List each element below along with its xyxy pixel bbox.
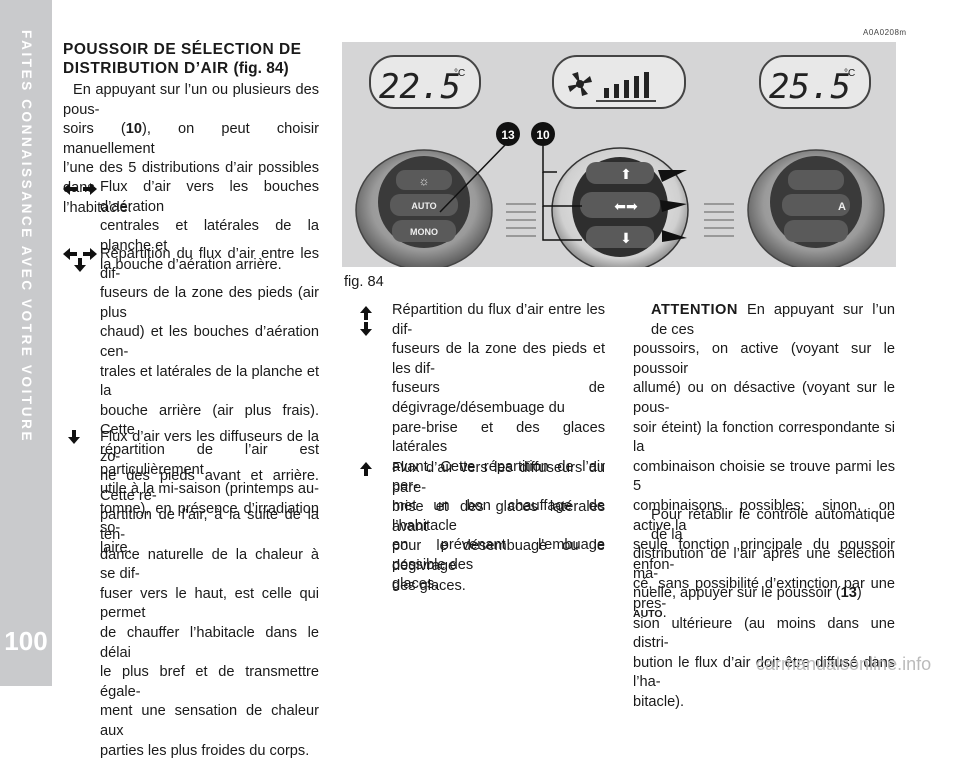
auto-line: Pour rétablir le contrôle automatique de… — [633, 506, 895, 545]
svg-text:⬅➡: ⬅➡ — [614, 198, 638, 214]
watermark: carmanualsonline.info — [756, 654, 931, 675]
arrows-left-right-icon — [63, 181, 97, 201]
callout-13-text: 13 — [501, 128, 515, 142]
item4-line: Répartition du flux d’air entre les dif- — [392, 301, 605, 340]
item5-line: Flux d’air vers les diffuseurs du pare- — [392, 459, 605, 498]
right-knob[interactable]: A — [748, 150, 884, 267]
left-temp-unit: °C — [454, 68, 465, 79]
auto-end: ) — [857, 585, 862, 601]
climate-panel-figure: 22.5 25.5 °C °C AUTO MONO ☼ — [342, 42, 896, 267]
arrow-down-icon — [360, 322, 372, 340]
attention-first-line: ATTENTION En appuyant sur l’un de ces — [633, 301, 895, 340]
attention-line: combinaison choisie se trouve parmi les … — [633, 458, 895, 497]
sidebar-title-text: FAITES CONNAISSANCE AVEC VOTRE VOITURE — [17, 30, 35, 443]
svg-text:☼: ☼ — [419, 174, 430, 188]
item3-line: fuser vers le haut, est celle qui permet — [100, 585, 319, 624]
heading-line2-text: DISTRIBUTION D’AIR — [63, 60, 229, 77]
auto-line-auto: AUTO. — [633, 604, 895, 625]
item2-line: trales et latérales de la planche et la — [100, 363, 319, 402]
right-temp-display: 25.5 — [769, 67, 851, 107]
item4-line: fuseurs de dégivrage/désembuage du — [392, 379, 605, 418]
callout-10-text: 10 — [536, 128, 550, 142]
item3-line: ne des pieds avant et arrière. Cette ré- — [100, 467, 319, 506]
intro-b: soirs ( — [63, 121, 126, 137]
heading-line2: DISTRIBUTION D’AIR (fig. 84) — [63, 59, 333, 78]
arrow-up-icon — [360, 462, 372, 480]
item2-line: chaud) et les bouches d’aération cen- — [100, 323, 319, 362]
item2-line: Répartition du flux d’air entre les dif- — [100, 245, 319, 284]
item5-line: brise et des glaces latérales avant — [392, 498, 605, 537]
intro-num: 10 — [126, 121, 142, 137]
auto-num: 13 — [841, 585, 857, 601]
svg-text:⬇: ⬇ — [620, 230, 632, 246]
item3-line: de chauffer l’habitacle dans le délai — [100, 624, 319, 663]
right-temp-unit: °C — [844, 68, 855, 79]
left-knob[interactable]: AUTO MONO ☼ — [356, 150, 492, 267]
auto-label: AUTO — [633, 608, 663, 620]
attention-label: ATTENTION — [651, 302, 738, 318]
item3-line: ment une sensation de chaleur aux — [100, 702, 319, 741]
auto-line: nuelle, appuyer sur le poussoir ( — [633, 585, 841, 601]
intro-line-a: En appuyant sur l’un ou plusieurs des po… — [63, 81, 319, 120]
item3-line: Flux d’air vers les diffuseurs de la zo- — [100, 428, 319, 467]
heading-line1: POUSSOIR DE SÉLECTION DE — [63, 40, 333, 59]
arrow-down-icon — [68, 430, 80, 448]
item3-line: le plus bref et de transmettre égale- — [100, 663, 319, 702]
attention-line: soir éteint) la fonction correspondante … — [633, 419, 895, 458]
heading-fig-ref: (fig. 84) — [234, 60, 289, 77]
item3-line: dance naturelle de la chaleur à se dif- — [100, 546, 319, 585]
figure-label: fig. 84 — [344, 274, 384, 290]
auto-dot: . — [663, 605, 667, 621]
auto-line: distribution de l’air après une sélectio… — [633, 545, 895, 584]
item5-text: Flux d’air vers les diffuseurs du pare- … — [392, 459, 605, 596]
arrows-left-right-down-icon — [63, 248, 97, 276]
attention-line: poussoirs, on active (voyant sur le pous… — [633, 340, 895, 379]
item3-line: partition de l’air, à la suite de la ten… — [100, 506, 319, 545]
item4-line: fuseurs de la zone des pieds et les dif- — [392, 340, 605, 379]
intro-line-b: soirs (10), on peut choisir manuellement — [63, 120, 319, 159]
item3-text: Flux d’air vers les diffuseurs de la zo-… — [100, 428, 319, 761]
section-heading: POUSSOIR DE SÉLECTION DE DISTRIBUTION D’… — [63, 40, 333, 78]
item5-line: des glaces. — [392, 577, 605, 597]
item1-line: Flux d’air vers les bouches d’aération — [100, 178, 319, 217]
sidebar: FAITES CONNAISSANCE AVEC VOTRE VOITURE 1… — [0, 0, 52, 686]
page-number: 100 — [0, 626, 52, 657]
auto-line-last: nuelle, appuyer sur le poussoir (13) — [633, 584, 895, 604]
climate-panel-illustration: 22.5 25.5 °C °C AUTO MONO ☼ — [342, 42, 896, 267]
figure-code: A0A0208m — [863, 28, 907, 37]
recirculation-button-label: A — [838, 201, 846, 213]
left-temp-display: 22.5 — [379, 67, 461, 107]
mono-button-label: MONO — [410, 227, 438, 237]
attention-line: allumé) ou on désactive (voyant sur le p… — [633, 379, 895, 418]
attention-line: bitacle). — [633, 693, 895, 713]
auto-button-label: AUTO — [411, 201, 436, 211]
item4-line: pare-brise et des glaces latérales — [392, 419, 605, 458]
item2-line: fuseurs de la zone des pieds (air plus — [100, 284, 319, 323]
svg-text:⬆: ⬆ — [620, 166, 632, 182]
item3-line: parties les plus froides du corps. — [100, 742, 319, 761]
auto-paragraph: Pour rétablir le contrôle automatique de… — [633, 506, 895, 625]
item5-line: pour le désembuage ou le dégivrage — [392, 537, 605, 576]
